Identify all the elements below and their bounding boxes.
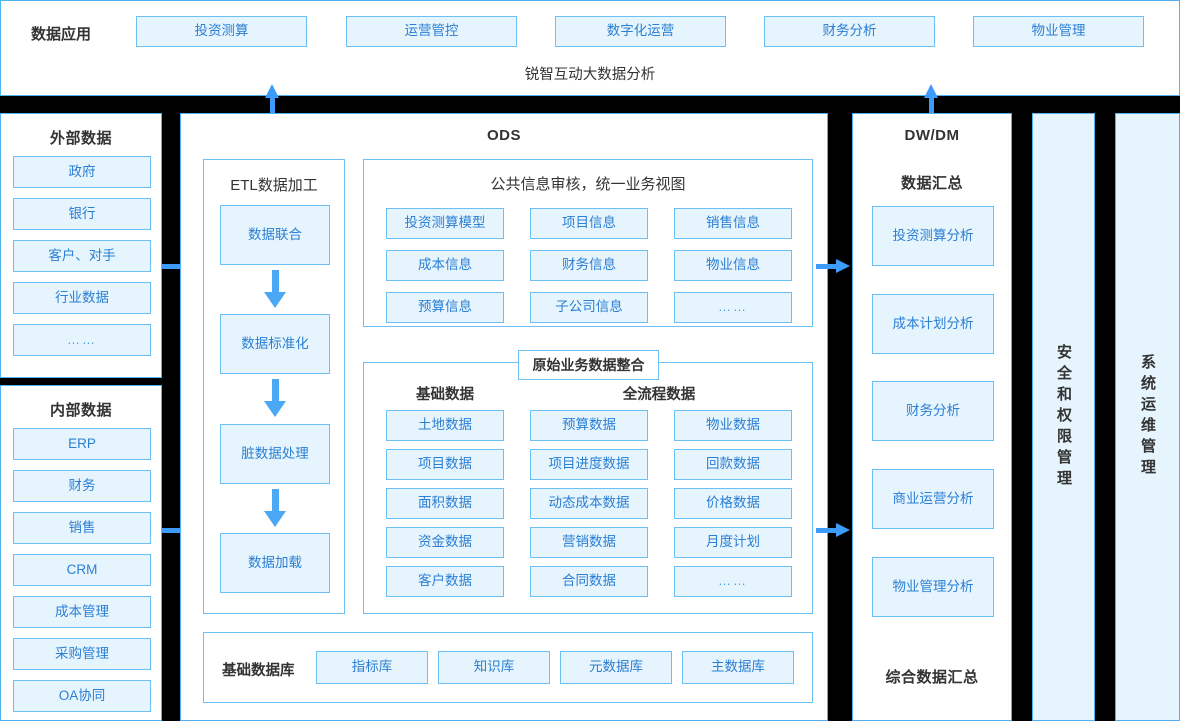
fullflow-item-4[interactable]: 动态成本数据 [530, 488, 648, 519]
external-item-2[interactable]: 客户、对手 [13, 240, 151, 272]
base-db-panel: 基础数据库 指标库 知识库 元数据库 主数据库 [203, 632, 813, 703]
public-review-item-5[interactable]: 物业信息 [674, 250, 792, 281]
fullflow-item-8[interactable]: 合同数据 [530, 566, 648, 597]
internal-item-3[interactable]: CRM [13, 554, 151, 586]
etl-step-2[interactable]: 脏数据处理 [220, 424, 330, 484]
security-permission-column: 安全和权限管理 [1032, 113, 1095, 721]
internal-item-1[interactable]: 财务 [13, 470, 151, 502]
etl-arrow-2 [264, 489, 287, 529]
basic-item-3[interactable]: 资金数据 [386, 527, 504, 558]
base-db-item-1[interactable]: 知识库 [438, 651, 550, 684]
fullflow-item-7[interactable]: 月度计划 [674, 527, 792, 558]
public-review-item-4[interactable]: 财务信息 [530, 250, 648, 281]
platform-title: 锐智互动大数据分析 [524, 67, 656, 83]
fullflow-item-1[interactable]: 物业数据 [674, 410, 792, 441]
base-db-label: 基础数据库 [222, 663, 295, 679]
external-data-panel: 外部数据 政府 银行 客户、对手 行业数据 …… [0, 113, 162, 378]
base-db-item-2[interactable]: 元数据库 [560, 651, 672, 684]
etl-title: ETL数据加工 [230, 177, 318, 194]
app-tile-1[interactable]: 运营管控 [346, 16, 517, 47]
dwdm-footer: 综合数据汇总 [885, 669, 979, 686]
etl-panel: ETL数据加工 数据联合 数据标准化 脏数据处理 数据加载 [203, 159, 345, 614]
public-review-item-3[interactable]: 成本信息 [386, 250, 504, 281]
external-item-3[interactable]: 行业数据 [13, 282, 151, 314]
internal-item-5[interactable]: 采购管理 [13, 638, 151, 670]
basic-item-0[interactable]: 土地数据 [386, 410, 504, 441]
app-tile-3[interactable]: 财务分析 [764, 16, 935, 47]
basic-item-2[interactable]: 面积数据 [386, 488, 504, 519]
arrow-dwdm-to-apps [924, 84, 939, 116]
public-review-title: 公共信息审核，统一业务视图 [490, 176, 686, 193]
public-review-item-7[interactable]: 子公司信息 [530, 292, 648, 323]
app-tile-2[interactable]: 数字化运营 [555, 16, 726, 47]
public-review-item-1[interactable]: 项目信息 [530, 208, 648, 239]
public-review-item-6[interactable]: 预算信息 [386, 292, 504, 323]
dwdm-item-4[interactable]: 物业管理分析 [872, 557, 994, 617]
fullflow-item-9[interactable]: …… [674, 566, 792, 597]
public-review-panel: 公共信息审核，统一业务视图 投资测算模型 项目信息 销售信息 成本信息 财务信息… [363, 159, 813, 327]
internal-item-2[interactable]: 销售 [13, 512, 151, 544]
app-tile-0[interactable]: 投资测算 [136, 16, 307, 47]
external-item-0[interactable]: 政府 [13, 156, 151, 188]
raw-integration-title: 原始业务数据整合 [532, 357, 645, 373]
internal-data-panel: 内部数据 ERP 财务 销售 CRM 成本管理 采购管理 OA协同 [0, 385, 162, 721]
fullflow-item-0[interactable]: 预算数据 [530, 410, 648, 441]
arrow-ods-to-dwdm-top [816, 259, 852, 274]
basic-data-label: 基础数据 [416, 387, 474, 403]
public-review-item-8[interactable]: …… [674, 292, 792, 323]
etl-step-3[interactable]: 数据加载 [220, 533, 330, 593]
fullflow-data-label: 全流程数据 [622, 387, 696, 403]
app-tile-4[interactable]: 物业管理 [973, 16, 1144, 47]
dwdm-item-0[interactable]: 投资测算分析 [872, 206, 994, 266]
security-permission-title: 安全和权限管理 [1055, 343, 1072, 491]
ods-title: ODS [486, 127, 521, 144]
basic-item-1[interactable]: 项目数据 [386, 449, 504, 480]
etl-arrow-0 [264, 270, 287, 310]
arrow-ods-to-apps [265, 84, 280, 116]
base-db-item-3[interactable]: 主数据库 [682, 651, 794, 684]
public-review-item-0[interactable]: 投资测算模型 [386, 208, 504, 239]
external-data-title: 外部数据 [49, 130, 112, 147]
dwdm-subtitle: 数据汇总 [900, 175, 963, 192]
base-db-item-0[interactable]: 指标库 [316, 651, 428, 684]
data-application-panel: 数据应用 投资测算 运营管控 数字化运营 财务分析 物业管理 锐智互动大数据分析 [0, 0, 1180, 96]
dwdm-title: DW/DM [904, 127, 960, 144]
arrow-ods-to-dwdm-bottom [816, 523, 852, 538]
raw-integration-title-box: 原始业务数据整合 [518, 350, 659, 380]
fullflow-item-5[interactable]: 价格数据 [674, 488, 792, 519]
dwdm-item-1[interactable]: 成本计划分析 [872, 294, 994, 354]
ops-management-title-wrap: 系统运维管理 [1116, 114, 1179, 720]
fullflow-item-3[interactable]: 回款数据 [674, 449, 792, 480]
internal-item-4[interactable]: 成本管理 [13, 596, 151, 628]
internal-item-6[interactable]: OA协同 [13, 680, 151, 712]
ops-management-column: 系统运维管理 [1115, 113, 1180, 721]
external-item-1[interactable]: 银行 [13, 198, 151, 230]
dwdm-panel: DW/DM 数据汇总 投资测算分析 成本计划分析 财务分析 商业运营分析 物业管… [852, 113, 1012, 721]
internal-item-0[interactable]: ERP [13, 428, 151, 460]
data-application-label: 数据应用 [31, 26, 92, 43]
ops-management-title: 系统运维管理 [1139, 354, 1156, 480]
raw-integration-panel: 基础数据 全流程数据 土地数据 项目数据 面积数据 资金数据 客户数据 预算数据… [363, 362, 813, 614]
ods-panel: ODS ETL数据加工 数据联合 数据标准化 脏数据处理 数据加载 公共信息审核… [180, 113, 828, 721]
dwdm-item-3[interactable]: 商业运营分析 [872, 469, 994, 529]
internal-data-title: 内部数据 [49, 402, 112, 419]
security-permission-title-wrap: 安全和权限管理 [1033, 114, 1094, 720]
fullflow-item-6[interactable]: 营销数据 [530, 527, 648, 558]
etl-step-1[interactable]: 数据标准化 [220, 314, 330, 374]
external-item-4[interactable]: …… [13, 324, 151, 356]
fullflow-item-2[interactable]: 项目进度数据 [530, 449, 648, 480]
public-review-item-2[interactable]: 销售信息 [674, 208, 792, 239]
etl-step-0[interactable]: 数据联合 [220, 205, 330, 265]
etl-arrow-1 [264, 379, 287, 419]
dwdm-item-2[interactable]: 财务分析 [872, 381, 994, 441]
basic-item-4[interactable]: 客户数据 [386, 566, 504, 597]
